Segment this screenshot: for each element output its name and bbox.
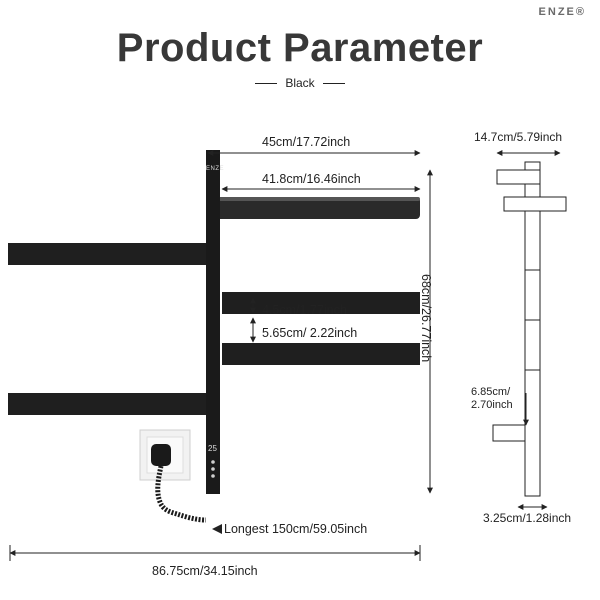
label-bar-gap: 5.65cm/ 2.22inch [262,326,358,340]
control-button-2[interactable] [211,467,215,471]
plug [151,444,171,466]
rail-logo: ENZE [206,166,225,172]
page-title: Product Parameter [116,26,484,70]
label-side-bar: 6.85cm/ 2.70inch [471,386,513,411]
top-shelf [214,197,420,219]
vertical-rail [206,150,220,494]
right-bar-lower [222,343,420,365]
coiled-cable [155,465,207,523]
label-height: 68cm/26.77inch [419,274,433,363]
subtitle-text: Black [285,76,315,90]
left-bar-top [8,243,210,265]
control-button-3[interactable] [211,474,215,478]
label-cable: Longest 150cm/59.05inch [224,522,368,536]
label-bar-thickness: 4.5cm/1.77inch [262,303,347,317]
side-arm-top [496,169,541,185]
subtitle-line-left [255,83,278,85]
label-total-span: 86.75cm/34.15inch [152,564,258,578]
top-shelf-edge [214,197,420,201]
subtitle-line-right [322,83,345,85]
side-arm-bottom [492,424,526,442]
temperature-display: 25 [208,444,217,453]
right-bar-middle [222,292,420,314]
label-rail-width: 3.25cm/1.28inch [483,511,572,525]
side-arm-shelf [503,196,567,212]
label-shelf-width: 41.8cm/16.46inch [262,172,361,186]
label-depth: 14.7cm/5.79inch [474,130,563,144]
left-bar-bottom [8,393,210,415]
control-button-1[interactable] [211,460,215,464]
label-overall-width: 45cm/17.72inch [262,135,351,149]
brand-logo: ENZE® [538,6,586,18]
color-subtitle: Black [0,76,600,90]
side-rail [524,161,541,497]
cable-pointer [212,524,222,534]
